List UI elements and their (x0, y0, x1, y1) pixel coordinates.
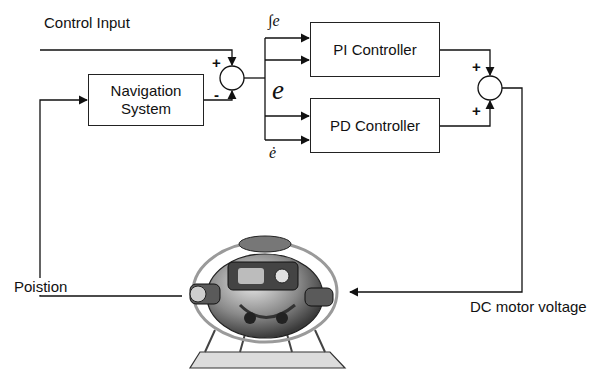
input-wire (40, 50, 232, 65)
signal-name: e (272, 76, 284, 104)
error-bus (264, 38, 265, 140)
signal-name: ė (269, 144, 276, 161)
summing-junction (220, 66, 244, 90)
pi-output-wire (440, 50, 490, 75)
sign-symbol: + (472, 102, 481, 119)
position-wire (40, 100, 182, 296)
process-box: Navigation System (88, 74, 204, 126)
sign-symbol: + (212, 54, 221, 71)
sign-symbol: + (472, 58, 481, 75)
box-label: PD Controller (330, 117, 420, 135)
signal-name: DC motor voltage (468, 298, 589, 315)
signal-name: ∫e (268, 12, 279, 29)
integral-wire (265, 37, 309, 38)
sign-symbol: - (214, 86, 219, 103)
box-label: Navigation System (89, 82, 203, 118)
derivative-wire (265, 139, 309, 140)
pd-output-wire (440, 101, 490, 126)
signal-name: Poistion (12, 278, 69, 295)
error-wire (265, 59, 309, 60)
signal-name: Control Input (44, 14, 130, 31)
error-wire (265, 115, 309, 116)
controller-box: PI Controller (310, 22, 440, 77)
rov-illustration (190, 236, 345, 368)
error-wire (244, 77, 265, 78)
controller-box: PD Controller (310, 98, 440, 153)
box-label: PI Controller (333, 41, 416, 59)
summing-junction (478, 76, 502, 100)
